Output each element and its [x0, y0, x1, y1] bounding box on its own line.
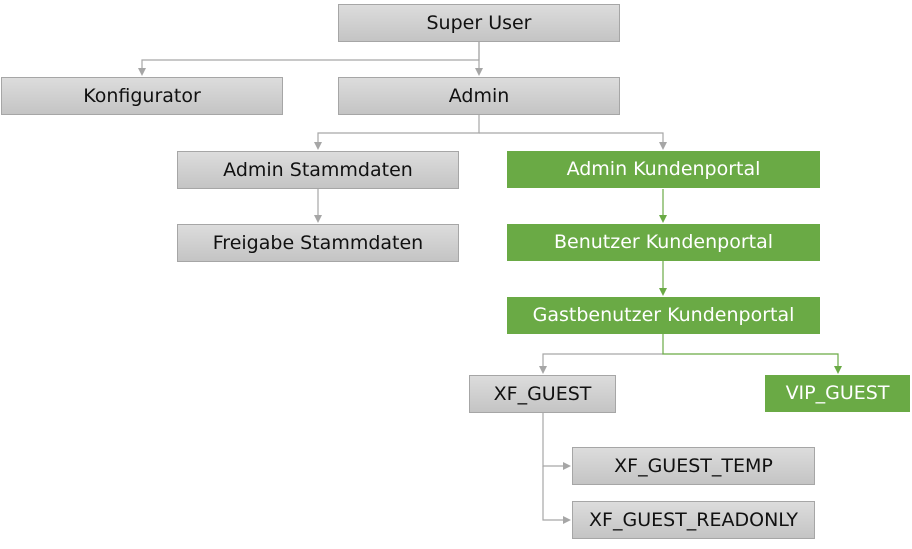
- connector-gastkp-vipguest: [662, 334, 842, 374]
- node-super-user: Super User: [338, 4, 620, 42]
- node-freigabe-stammdaten: Freigabe Stammdaten: [177, 224, 459, 262]
- node-xf-guest-label: XF_GUEST: [493, 382, 592, 405]
- node-xf-guest-readonly: XF_GUEST_READONLY: [572, 501, 815, 539]
- node-xf-guest-readonly-label: XF_GUEST_READONLY: [589, 508, 798, 531]
- node-admin-label: Admin: [448, 84, 510, 107]
- connector-xfguest-temp: [542, 413, 571, 470]
- node-konfigurator: Konfigurator: [1, 77, 283, 115]
- connector-superuser-konfigurator: [138, 42, 480, 76]
- node-xf-guest-temp-label: XF_GUEST_TEMP: [614, 454, 773, 477]
- connector-gastkp-xfguest: [539, 353, 663, 374]
- node-admin-stammdaten-label: Admin Stammdaten: [223, 158, 413, 181]
- node-xf-guest-temp: XF_GUEST_TEMP: [572, 447, 815, 485]
- node-gastbenutzer-kundenportal-label: Gastbenutzer Kundenportal: [532, 304, 795, 326]
- node-konfigurator-label: Konfigurator: [83, 84, 201, 107]
- connector-xfguest-readonly: [542, 466, 571, 524]
- node-benutzer-kundenportal: Benutzer Kundenportal: [507, 224, 820, 261]
- node-vip-guest: VIP_GUEST: [765, 375, 910, 412]
- node-super-user-label: Super User: [426, 11, 532, 34]
- node-admin-kundenportal: Admin Kundenportal: [507, 151, 820, 188]
- connector-admin-kundenportal: [479, 132, 667, 150]
- node-xf-guest: XF_GUEST: [469, 375, 616, 413]
- connector-admin-stammdaten: [314, 115, 480, 150]
- node-admin-kundenportal-label: Admin Kundenportal: [566, 158, 761, 180]
- node-vip-guest-label: VIP_GUEST: [785, 382, 890, 404]
- node-admin-stammdaten: Admin Stammdaten: [177, 151, 459, 189]
- node-gastbenutzer-kundenportal: Gastbenutzer Kundenportal: [507, 297, 820, 334]
- node-benutzer-kundenportal-label: Benutzer Kundenportal: [553, 231, 774, 253]
- node-freigabe-stammdaten-label: Freigabe Stammdaten: [212, 231, 424, 254]
- node-admin: Admin: [338, 77, 620, 115]
